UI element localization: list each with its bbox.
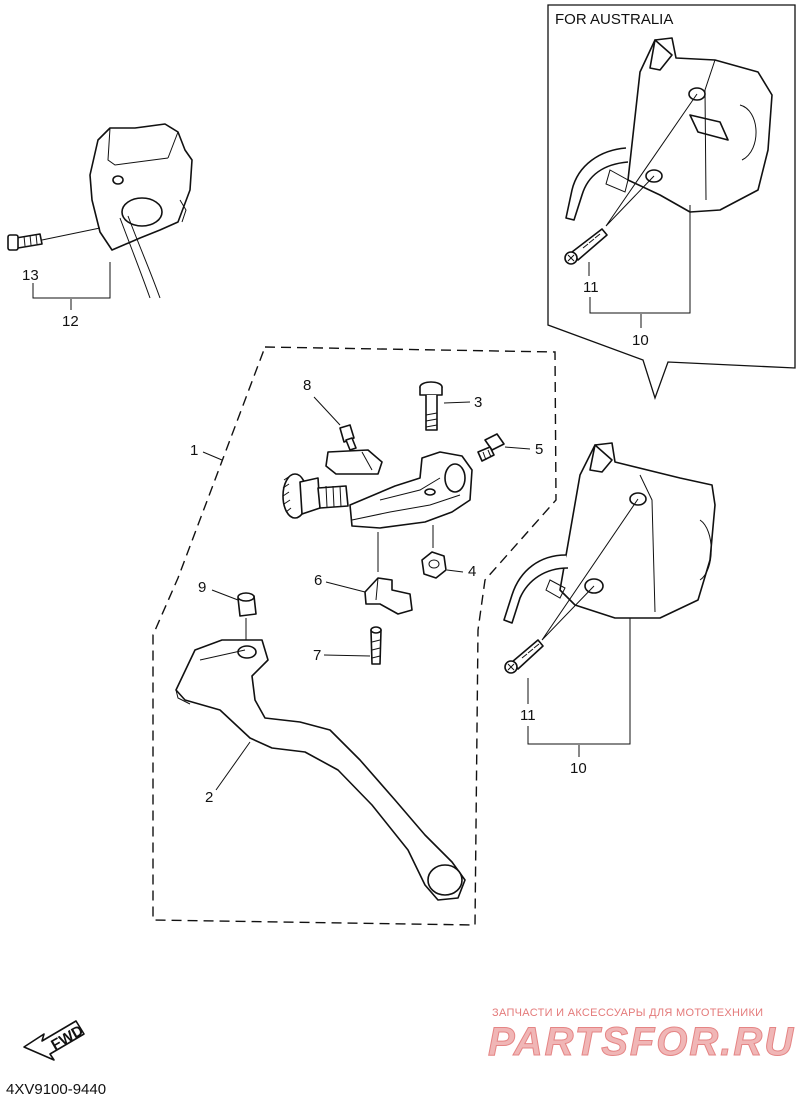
callout-8: 8 (303, 377, 311, 394)
part-2-lever (175, 639, 466, 901)
callout-3: 3 (474, 394, 482, 411)
part-9-bushing (237, 592, 257, 617)
right-switch-housing (503, 442, 716, 624)
part-7-screw (370, 626, 382, 665)
left-switch-screw (7, 233, 43, 251)
callout-11-au: 11 (583, 279, 599, 296)
callout-13: 13 (22, 267, 39, 284)
callout-4: 4 (468, 563, 476, 580)
lever-holder-bracket (325, 449, 473, 529)
callout-10-main: 10 (570, 760, 587, 777)
australia-screw (564, 228, 608, 265)
australia-inset: FOR AUSTRALIA 11 10 (547, 4, 796, 401)
part-8-bolt (339, 424, 357, 451)
callout-1: 1 (190, 442, 198, 459)
callout-12: 12 (62, 313, 79, 330)
callout-1-leader (202, 451, 223, 461)
watermark-tagline: ЗАПЧАСТИ И АКСЕССУАРЫ ДЛЯ МОТОТЕХНИКИ (492, 1007, 763, 1019)
callout-10-au-bracket (589, 205, 691, 314)
callout-13-leader (41, 227, 101, 241)
right-switch-screw (504, 639, 544, 674)
callout-2: 2 (205, 789, 213, 806)
right-screw-leaders (541, 498, 639, 641)
part-6-switch (364, 577, 413, 615)
callout-11-main: 11 (520, 707, 536, 724)
australia-label: FOR AUSTRALIA (555, 11, 673, 28)
callout-5: 5 (535, 441, 543, 458)
callout-9: 9 (198, 579, 206, 596)
part-5-bolt (477, 433, 505, 462)
lever-assembly-boundary (152, 346, 557, 926)
left-switch-assembly (89, 123, 193, 299)
callout-12-bracket (32, 262, 111, 299)
callout-10-au: 10 (632, 332, 649, 349)
callout-7: 7 (313, 647, 321, 664)
callout-10-main-bracket (527, 618, 631, 745)
part-4-nut (421, 551, 447, 579)
diagram-code: 4XV9100-9440 (6, 1081, 106, 1098)
callout-6: 6 (314, 572, 322, 589)
watermark: ЗАПЧАСТИ И АКСЕССУАРЫ ДЛЯ МОТОТЕХНИКИ PA… (488, 1007, 795, 1065)
fwd-arrow-icon: FWD (23, 1020, 87, 1061)
australia-leader-screw (605, 93, 698, 227)
adjuster-knob (282, 473, 349, 519)
part-3-pivot-bolt (419, 381, 443, 431)
australia-switch-housing (565, 37, 773, 221)
australia-inset-frame (547, 4, 796, 401)
watermark-brand: PARTSFOR.RU (488, 1020, 795, 1064)
